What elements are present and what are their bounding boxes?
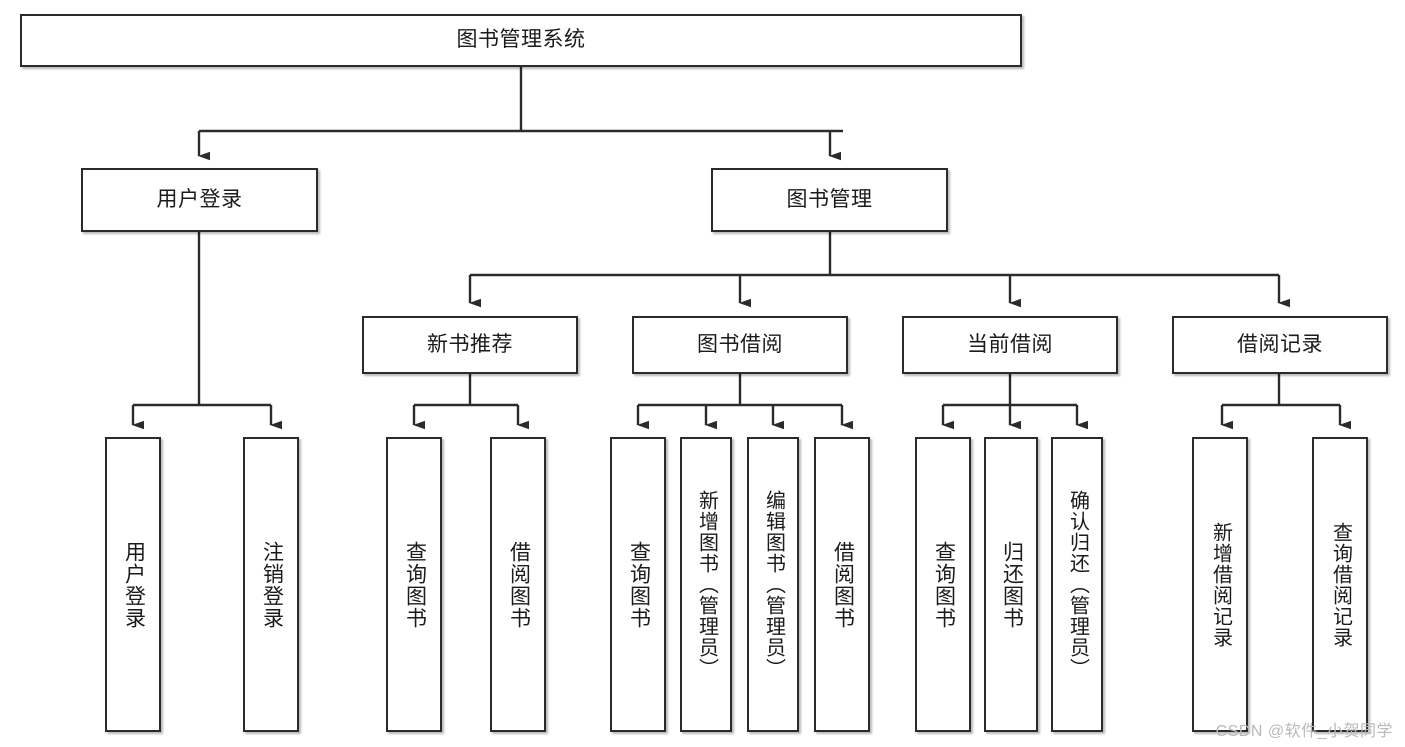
- node-label: 查询借阅记录: [1329, 521, 1352, 648]
- node-label: 查询图书: [932, 540, 956, 629]
- leaf-query-book-recommend[interactable]: 查询图书: [386, 437, 442, 732]
- node-book-borrow[interactable]: 图书借阅: [632, 316, 848, 374]
- node-label: 查询图书: [403, 540, 427, 629]
- node-label: 编辑图书（管理员）: [762, 490, 785, 679]
- csdn-watermark: CSDN @软件_小贺同学: [1215, 723, 1393, 740]
- leaf-add-borrow-record[interactable]: 新增借阅记录: [1192, 437, 1248, 732]
- leaf-user-login[interactable]: 用户登录: [105, 437, 161, 732]
- leaf-return-book[interactable]: 归还图书: [984, 437, 1038, 732]
- node-label: 借阅记录: [1237, 332, 1323, 356]
- node-label: 图书管理: [786, 187, 873, 211]
- leaf-add-book-admin[interactable]: 新增图书（管理员）: [680, 437, 732, 732]
- leaf-edit-book-admin[interactable]: 编辑图书（管理员）: [747, 437, 799, 732]
- node-label: 当前借阅: [967, 332, 1053, 356]
- node-label: 借阅图书: [507, 540, 531, 629]
- node-book-management[interactable]: 图书管理: [711, 168, 948, 232]
- node-label: 图书借阅: [697, 332, 783, 356]
- node-label: 新书推荐: [427, 332, 513, 356]
- node-new-book-recommend[interactable]: 新书推荐: [362, 316, 578, 374]
- node-label: 用户登录: [156, 187, 243, 211]
- node-label: 图书管理系统: [456, 28, 586, 52]
- node-label: 新增借阅记录: [1209, 521, 1232, 648]
- node-label: 用户登录: [122, 540, 146, 629]
- node-book-management-system[interactable]: 图书管理系统: [20, 14, 1022, 67]
- node-label: 注销登录: [260, 540, 284, 629]
- node-label: 归还图书: [1000, 540, 1024, 629]
- leaf-query-book-borrow[interactable]: 查询图书: [610, 437, 666, 732]
- leaf-query-borrow-record[interactable]: 查询借阅记录: [1312, 437, 1368, 732]
- leaf-borrow-book-recommend[interactable]: 借阅图书: [490, 437, 546, 732]
- node-label: 确认归还（管理员）: [1066, 490, 1089, 679]
- leaf-query-book-current[interactable]: 查询图书: [915, 437, 971, 732]
- node-label: 借阅图书: [831, 540, 855, 629]
- node-label: 新增图书（管理员）: [695, 490, 718, 679]
- leaf-logout-login[interactable]: 注销登录: [243, 437, 299, 732]
- node-current-borrow[interactable]: 当前借阅: [902, 316, 1118, 374]
- node-label: 查询图书: [627, 540, 651, 629]
- node-user-login[interactable]: 用户登录: [81, 168, 318, 232]
- leaf-confirm-return-admin[interactable]: 确认归还（管理员）: [1051, 437, 1103, 732]
- leaf-borrow-book[interactable]: 借阅图书: [814, 437, 870, 732]
- node-borrow-record[interactable]: 借阅记录: [1172, 316, 1388, 374]
